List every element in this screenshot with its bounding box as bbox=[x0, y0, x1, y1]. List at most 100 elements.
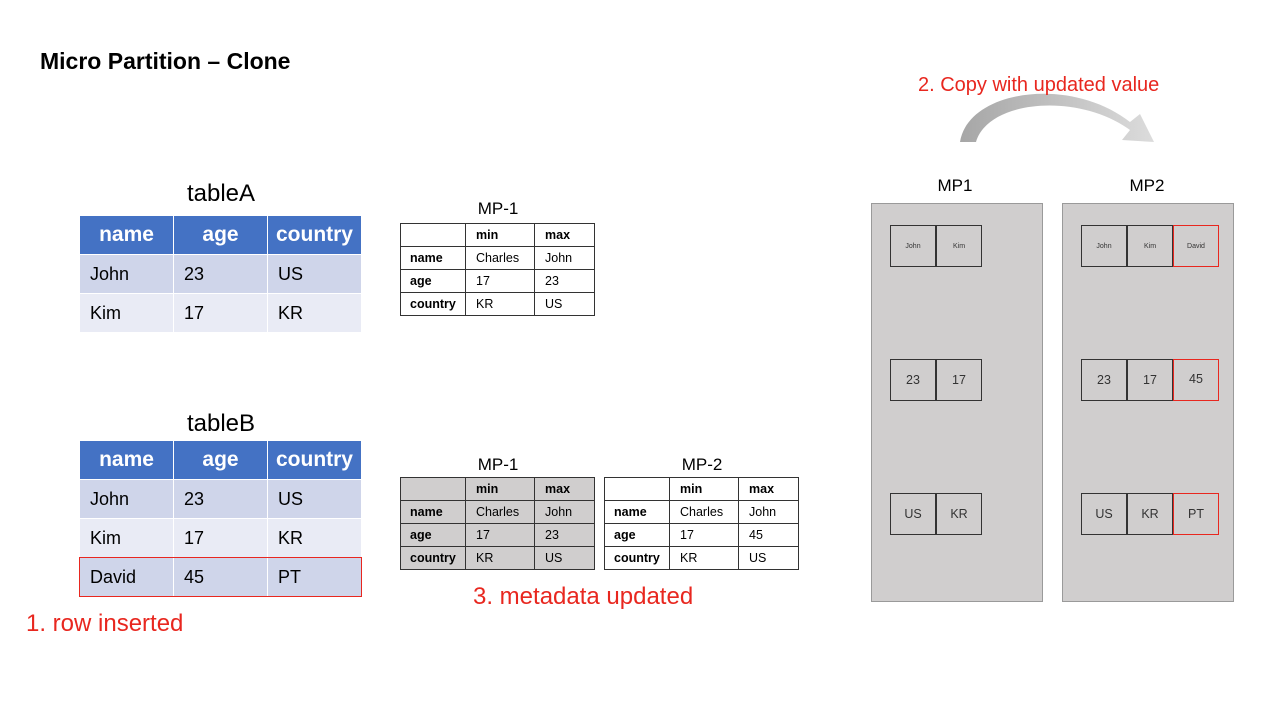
cell: min bbox=[465, 223, 535, 247]
cell: age bbox=[400, 269, 466, 293]
table-row: age 17 23 bbox=[400, 523, 595, 547]
age-cell: 17 bbox=[936, 359, 982, 401]
metaB1-caption: MP-1 bbox=[477, 455, 519, 474]
tableB-caption: tableB bbox=[186, 410, 256, 437]
cell: KR bbox=[267, 293, 362, 333]
table-row: Kim 17 KR bbox=[79, 518, 362, 558]
cell: min bbox=[669, 477, 739, 501]
name-cell: John bbox=[890, 225, 936, 267]
cell: Charles bbox=[669, 500, 739, 524]
metadata-updated-label: 3. metadata updated bbox=[473, 583, 694, 610]
cell: US bbox=[267, 254, 362, 294]
tableA-caption: tableA bbox=[186, 180, 256, 207]
name-cell: John bbox=[1081, 225, 1127, 267]
age-cell: 23 bbox=[890, 359, 936, 401]
cell: name bbox=[400, 246, 466, 270]
cell: min bbox=[465, 477, 535, 501]
country-cell: KR bbox=[1127, 493, 1173, 535]
cell: max bbox=[738, 477, 799, 501]
cell: John bbox=[79, 479, 174, 519]
country-cell: US bbox=[890, 493, 936, 535]
cell: David bbox=[79, 557, 174, 597]
metaB1-table: min max name Charles John age 17 23 coun… bbox=[400, 477, 595, 570]
metaA-table: min max name Charles John age 17 23 coun… bbox=[400, 223, 595, 316]
table-header-row: min max bbox=[400, 223, 595, 247]
tableB: name age country John 23 US Kim 17 KR Da… bbox=[79, 440, 362, 597]
table-row: Kim 17 KR bbox=[79, 293, 362, 333]
cell: Kim bbox=[79, 518, 174, 558]
header-age: age bbox=[173, 215, 268, 255]
country-cell: KR bbox=[936, 493, 982, 535]
table-header-row: min max bbox=[400, 477, 595, 501]
cell: KR bbox=[465, 292, 535, 316]
table-header-row: name age country bbox=[79, 215, 362, 255]
header-country: country bbox=[267, 440, 362, 480]
mp2-partition: John Kim David 23 17 45 US KR PT bbox=[1062, 203, 1234, 602]
age-cell: 17 bbox=[1127, 359, 1173, 401]
table-row: age 17 23 bbox=[400, 269, 595, 293]
cell: max bbox=[534, 477, 595, 501]
cell: John bbox=[738, 500, 799, 524]
cell: KR bbox=[669, 546, 739, 570]
cell: KR bbox=[465, 546, 535, 570]
cell: Kim bbox=[79, 293, 174, 333]
mp1-partition: John Kim 23 17 US KR bbox=[871, 203, 1043, 602]
table-header-row: name age country bbox=[79, 440, 362, 480]
table-row: name Charles John bbox=[604, 500, 799, 524]
cell: 17 bbox=[465, 523, 535, 547]
cell: age bbox=[400, 523, 466, 547]
cell: John bbox=[79, 254, 174, 294]
header-country: country bbox=[267, 215, 362, 255]
row-inserted-label: 1. row inserted bbox=[26, 610, 184, 637]
cell: 45 bbox=[173, 557, 268, 597]
cell bbox=[400, 477, 466, 501]
cell: 45 bbox=[738, 523, 799, 547]
new-age-cell: 45 bbox=[1173, 359, 1219, 401]
country-cell: US bbox=[1081, 493, 1127, 535]
metaA-caption: MP-1 bbox=[477, 199, 519, 218]
table-row: John 23 US bbox=[79, 254, 362, 294]
cell: 17 bbox=[173, 293, 268, 333]
header-name: name bbox=[79, 440, 174, 480]
cell: 17 bbox=[669, 523, 739, 547]
cell: 23 bbox=[534, 523, 595, 547]
table-row: name Charles John bbox=[400, 500, 595, 524]
cell: max bbox=[534, 223, 595, 247]
new-name-cell: David bbox=[1173, 225, 1219, 267]
cell: Charles bbox=[465, 500, 535, 524]
table-row: country KR US bbox=[400, 546, 595, 570]
inserted-row-highlight bbox=[79, 557, 362, 597]
copy-updated-label: 2. Copy with updated value bbox=[918, 74, 1160, 96]
cell: 23 bbox=[173, 254, 268, 294]
copy-arrow-icon bbox=[960, 93, 1154, 142]
cell: 23 bbox=[534, 269, 595, 293]
table-row: John 23 US bbox=[79, 479, 362, 519]
name-cell: Kim bbox=[1127, 225, 1173, 267]
cell: KR bbox=[267, 518, 362, 558]
cell: John bbox=[534, 246, 595, 270]
cell: US bbox=[267, 479, 362, 519]
table-row: country KR US bbox=[604, 546, 799, 570]
cell: country bbox=[400, 292, 466, 316]
cell: US bbox=[534, 546, 595, 570]
cell: US bbox=[534, 292, 595, 316]
cell: US bbox=[738, 546, 799, 570]
cell: Charles bbox=[465, 246, 535, 270]
name-cell: Kim bbox=[936, 225, 982, 267]
metaB2-caption: MP-2 bbox=[681, 455, 723, 474]
header-name: name bbox=[79, 215, 174, 255]
inserted-table-row: David 45 PT bbox=[79, 557, 362, 597]
cell: 17 bbox=[173, 518, 268, 558]
cell: country bbox=[604, 546, 670, 570]
cell: name bbox=[604, 500, 670, 524]
cell: 17 bbox=[465, 269, 535, 293]
cell: 23 bbox=[173, 479, 268, 519]
table-header-row: min max bbox=[604, 477, 799, 501]
cell: name bbox=[400, 500, 466, 524]
table-row: name Charles John bbox=[400, 246, 595, 270]
table-row: age 17 45 bbox=[604, 523, 799, 547]
cell bbox=[604, 477, 670, 501]
new-country-cell: PT bbox=[1173, 493, 1219, 535]
cell: John bbox=[534, 500, 595, 524]
table-row: country KR US bbox=[400, 292, 595, 316]
